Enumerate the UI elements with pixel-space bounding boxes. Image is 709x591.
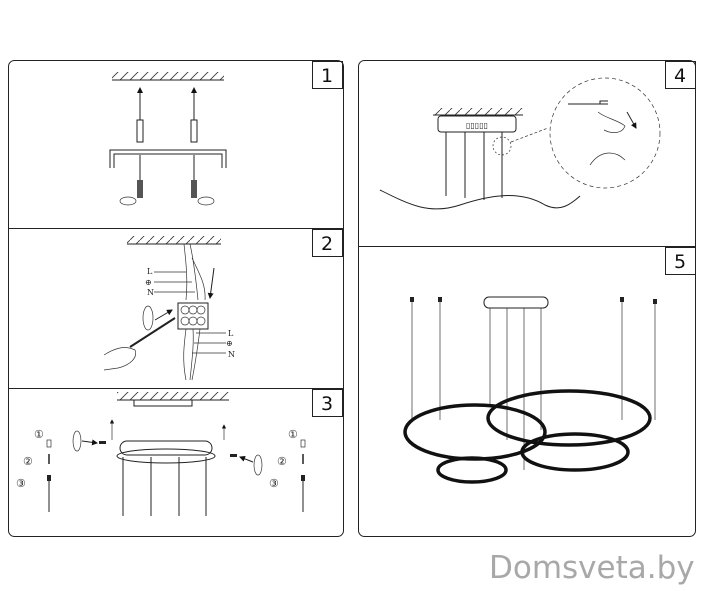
left-panel <box>8 60 344 537</box>
step-3-number: 3 <box>321 393 333 415</box>
svg-text:▯▯▯▯▯: ▯▯▯▯▯ <box>466 121 488 130</box>
detail-magnifier <box>549 77 661 189</box>
step-1-badge <box>312 61 343 89</box>
sub-step-3-right: ③ <box>269 477 279 490</box>
sub-step-3: ③ <box>16 477 26 490</box>
canopy <box>437 115 517 133</box>
wire-label-l-bottom: L <box>228 329 234 338</box>
step-5-badge <box>665 247 696 275</box>
supply-wires <box>183 243 206 301</box>
ring-large <box>486 389 652 447</box>
canopy <box>483 296 549 309</box>
rotate-icon <box>197 196 215 206</box>
hand-icon <box>597 111 626 133</box>
mounting-bracket <box>109 149 227 168</box>
ring-middle <box>520 432 630 472</box>
wire-label-earth-top: ⊕ <box>145 278 152 287</box>
step-2-number: 2 <box>321 233 333 255</box>
rotate-icon <box>119 196 137 206</box>
sub-steps-left: ① ② ③ <box>16 428 52 512</box>
cable <box>379 189 581 210</box>
wire-label-earth-bottom: ⊕ <box>226 339 233 348</box>
step-1-number: 1 <box>321 65 333 87</box>
step-4: 4 ▯▯▯▯▯ <box>379 61 696 210</box>
screwdriver-icon <box>129 317 176 348</box>
rotate-icon <box>142 305 154 331</box>
canopy <box>119 440 213 456</box>
step-5-number: 5 <box>674 251 686 273</box>
sub-step-2: ② <box>23 455 33 468</box>
ring-small <box>436 456 508 484</box>
step-3-badge <box>312 389 343 417</box>
watermark: Domsveta.by <box>489 550 695 586</box>
ceiling-hatch <box>112 72 224 80</box>
step-1: 1 <box>109 61 343 206</box>
rotate-icon <box>72 430 82 452</box>
wire-label-l-top: L <box>147 267 153 276</box>
wire-label-n-top: N <box>147 288 154 297</box>
rotate-icon <box>253 454 263 476</box>
step-4-number: 4 <box>674 65 686 87</box>
step-2: 2 L ⊕ N L ⊕ N <box>103 229 343 381</box>
screw-icon <box>191 180 197 198</box>
screw-icon <box>137 180 143 198</box>
mounting-bracket <box>133 400 193 407</box>
hand-icon <box>103 347 136 371</box>
sub-step-1: ① <box>34 428 44 441</box>
step-5: 5 <box>403 247 696 484</box>
wire-label-n-bottom: N <box>228 350 235 359</box>
sub-step-2-right: ② <box>277 455 287 468</box>
right-panel <box>358 60 696 537</box>
sub-step-1-right: ① <box>288 428 298 441</box>
suspension-wires <box>410 297 657 470</box>
step-4-badge <box>665 61 696 89</box>
sub-steps-right: ① ② ③ <box>269 428 306 512</box>
step-2-badge <box>312 229 343 257</box>
step-3: 3 ① ② ③ ① ② ③ <box>16 389 343 516</box>
